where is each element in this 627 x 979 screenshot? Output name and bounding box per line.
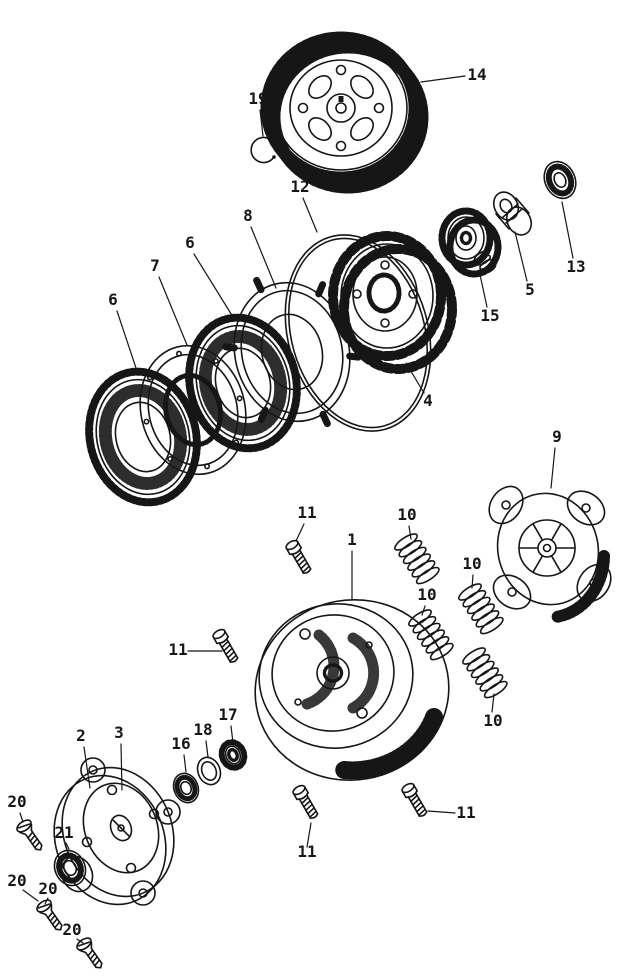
callout-label-20-28: 20 <box>7 871 26 890</box>
callout-label-6-4: 6 <box>185 233 195 252</box>
callout-label-3-23: 3 <box>114 723 124 742</box>
part-17-lock-washer <box>218 739 248 771</box>
part-10-clutch-spring-d <box>459 644 510 702</box>
callout-label-12-2: 12 <box>290 177 309 196</box>
leader-line-20-29 <box>44 897 49 905</box>
leader-line-10-21 <box>491 693 495 713</box>
leader-line-11-12 <box>295 523 305 542</box>
part-2-cover-plate <box>53 757 181 906</box>
callout-label-16-20: 16 <box>171 734 190 753</box>
part-13-damper-collar <box>543 160 577 200</box>
leader-line-9-11 <box>550 447 556 489</box>
callout-label-10-13: 10 <box>397 505 416 524</box>
part-1-clutch-drum <box>254 598 450 782</box>
leader-line-11-27 <box>306 822 312 848</box>
gear-keyway <box>338 96 344 102</box>
leader-line-8-3 <box>250 226 277 289</box>
part-11-screw-d <box>399 780 431 820</box>
callout-label-20-29: 20 <box>38 879 57 898</box>
part-19-snap-ring <box>250 136 276 164</box>
part-11-screw-a <box>283 537 315 577</box>
part-10-clutch-spring-a <box>391 530 442 588</box>
callout-label-14-1: 14 <box>467 65 486 84</box>
callout-label-5-8: 5 <box>525 280 535 299</box>
part-3-inner-plate <box>81 782 160 874</box>
part-11-screw-b <box>210 626 242 666</box>
callout-label-11-12: 11 <box>297 503 316 522</box>
leader-line-20-30 <box>76 938 84 944</box>
leader-line-12-2 <box>302 197 318 233</box>
callout-label-17-18: 17 <box>218 705 237 724</box>
leader-line-18-19 <box>205 740 209 758</box>
leader-line-16-20 <box>183 754 187 773</box>
callout-label-4-10: 4 <box>423 391 433 410</box>
callout-label-7-5: 7 <box>150 256 160 275</box>
callout-label-15-9: 15 <box>480 306 499 325</box>
callout-label-8-3: 8 <box>243 206 253 225</box>
part-15-pinion-gear <box>438 207 502 278</box>
part-9-clutch-outer-cover <box>488 485 612 623</box>
part-20-screw-a <box>14 816 48 856</box>
callout-label-1-14: 1 <box>347 530 357 549</box>
callout-label-18-19: 18 <box>193 720 212 739</box>
part-21-bearing <box>53 849 94 893</box>
callout-label-11-17: 11 <box>168 640 187 659</box>
leader-line-3-23 <box>120 743 123 791</box>
callout-label-19-0: 19 <box>248 89 267 108</box>
part-10-clutch-spring-b <box>455 580 506 638</box>
callout-label-21-25: 21 <box>54 823 73 842</box>
leader-line-21-25 <box>65 842 70 850</box>
callout-label-10-16: 10 <box>417 585 436 604</box>
callout-label-11-27: 11 <box>297 842 316 861</box>
leader-line-11-26 <box>427 810 456 814</box>
leader-line-20-28 <box>22 889 39 902</box>
part-7-clutch-plate-b <box>139 344 247 476</box>
leader-line-20-24 <box>19 812 24 823</box>
leader-line-10-13 <box>408 525 412 540</box>
part-18-washer <box>196 756 222 786</box>
leader-line-14-1 <box>420 75 466 83</box>
leader-line-17-18 <box>230 725 234 744</box>
leader-line-13-7 <box>561 201 574 259</box>
leader-line-19-0 <box>259 109 264 137</box>
leader-line-7-5 <box>158 276 188 346</box>
callout-label-10-15: 10 <box>462 554 481 573</box>
leader-line-5-8 <box>514 231 528 282</box>
callout-label-2-22: 2 <box>76 726 86 745</box>
part-11-screw-c <box>290 782 322 822</box>
callout-label-6-6: 6 <box>108 290 118 309</box>
leader-line-6-6 <box>116 310 138 372</box>
leader-line-4-10 <box>405 362 425 394</box>
part-5-roller-bushing <box>492 191 533 236</box>
callout-label-20-30: 20 <box>62 920 81 939</box>
leader-line-15-9 <box>478 269 488 308</box>
leader-line-6-4 <box>193 253 234 318</box>
callout-label-9-11: 9 <box>552 427 562 446</box>
part-10-clutch-spring-c <box>405 606 456 664</box>
leader-line-2-22 <box>83 746 91 789</box>
leader-line-10-15 <box>471 574 474 589</box>
leader-line-10-16 <box>421 605 426 616</box>
part-16-washer <box>172 772 200 804</box>
part-4-clutch-center <box>328 231 457 374</box>
part-14-primary-driven-gear <box>260 31 429 194</box>
callout-label-20-24: 20 <box>7 792 26 811</box>
callout-label-10-21: 10 <box>483 711 502 730</box>
callout-label-11-26: 11 <box>456 803 475 822</box>
callout-label-13-7: 13 <box>566 257 585 276</box>
